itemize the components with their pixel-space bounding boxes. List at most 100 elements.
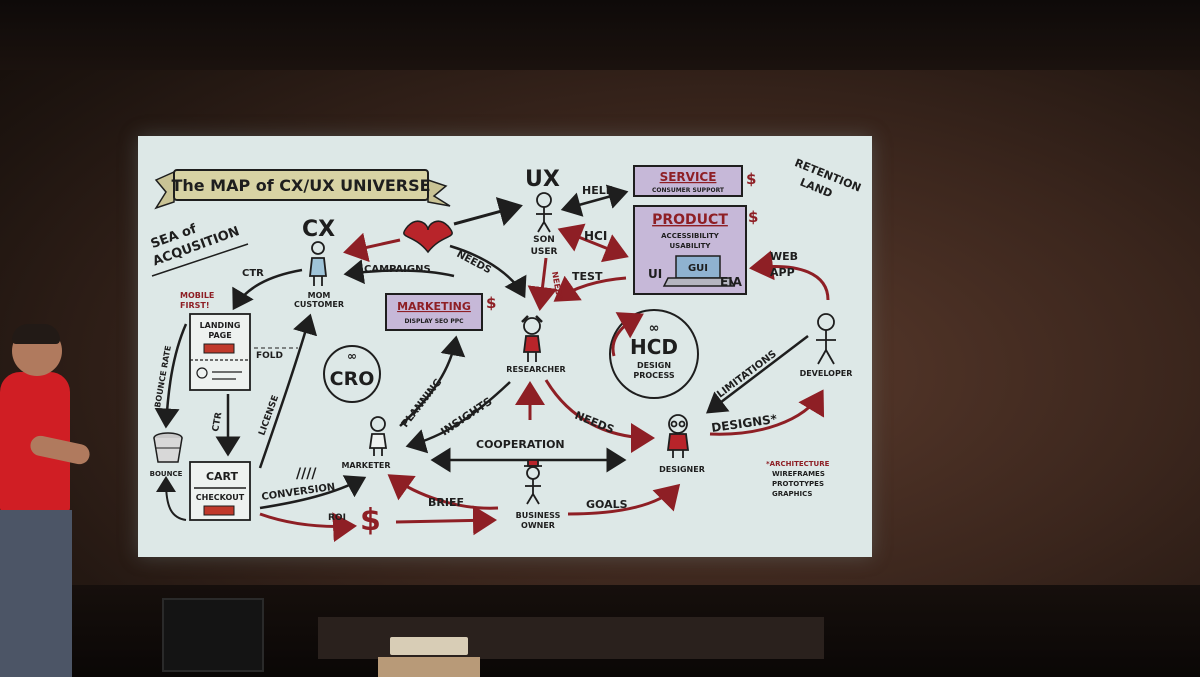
gui-label: GUI [688, 263, 708, 274]
marketing-subtitle: DISPLAY SEO PPC [404, 318, 464, 325]
researcher-figure [521, 315, 543, 362]
presenter-hair [12, 324, 60, 344]
test-label: TEST [572, 270, 603, 283]
cart-label: CART [206, 470, 239, 483]
web-app-line-2: APP [770, 266, 795, 279]
stage-monitor [162, 598, 264, 672]
needs-top-arrow [449, 244, 527, 299]
landing-line-1: LANDING [200, 321, 241, 330]
mobile-first-line-1: MOBILE [180, 291, 214, 300]
title-banner: The MAP of CX/UX UNIVERSE [154, 169, 451, 210]
projection-screen: The MAP of CX/UX UNIVERSE SEA of ACQUSIT… [138, 136, 872, 557]
cart-box: CART CHECKOUT [189, 461, 251, 521]
hcd-sub-1: DESIGN [637, 361, 671, 370]
product-box: PRODUCT ACCESSIBILITY USABILITY GUI UI E… [633, 205, 747, 295]
cro-label: CRO [330, 368, 375, 390]
service-box: SERVICE CONSUMER SUPPORT [633, 165, 743, 197]
roi-label: ROI [328, 513, 346, 523]
checkout-cta-block [203, 505, 235, 516]
marketing-box: MARKETING DISPLAY SEO PPC [385, 293, 483, 331]
hcd-label: HCD [630, 335, 678, 359]
hcd-circle: ∞ HCD DESIGN PROCESS [609, 309, 699, 399]
heart-to-ux-arrow [453, 197, 523, 226]
conversion-arrow [259, 475, 367, 510]
campaigns-arrow [343, 259, 455, 285]
designs-arrow [709, 389, 825, 436]
designer-figure [666, 414, 690, 458]
heart-to-cx-arrow [343, 232, 401, 263]
sea-underline [151, 243, 249, 277]
landing-line-2: PAGE [208, 331, 231, 340]
owner-line-2: OWNER [521, 521, 555, 530]
business-owner-figure [524, 459, 542, 505]
planning-label: PLANNING [400, 377, 445, 430]
ux-label: UX [525, 167, 560, 192]
mom-figure [308, 241, 328, 286]
cro-circle: ∞ CRO [323, 345, 381, 403]
limitations-arrow [706, 335, 809, 414]
mom-line-1: MOM [308, 291, 331, 300]
laptop-base [662, 277, 736, 287]
insights-label: INSIGHTS [438, 395, 494, 439]
projector [390, 637, 468, 655]
eia-label: EIA [720, 275, 743, 289]
product-dollar: $ [748, 208, 758, 226]
researcher-label: RESEARCHER [506, 365, 565, 374]
service-subtitle: CONSUMER SUPPORT [652, 187, 725, 194]
developer-figure [816, 313, 836, 365]
checkout-label: CHECKOUT [196, 493, 245, 502]
hcd-sub-2: PROCESS [633, 371, 675, 380]
goals-arrow [567, 483, 681, 516]
dollar-to-owner-arrow [395, 505, 497, 536]
brief-label: BRIEF [428, 496, 464, 509]
son-line-2: USER [531, 247, 558, 257]
goals-label: GOALS [586, 498, 628, 511]
presenter [0, 320, 100, 677]
insights-arrow [405, 381, 511, 454]
bin-icon [153, 432, 183, 463]
service-dollar: $ [746, 170, 756, 188]
needs-vertical-label: NEEDS [550, 271, 564, 302]
mobile-first-line-2: FIRST! [180, 301, 209, 310]
product-line-1: ACCESSIBILITY [661, 232, 720, 240]
help-label: HELP [582, 184, 614, 197]
product-title: PRODUCT [652, 212, 728, 228]
footnote-line-2: WIREFRAMES [772, 470, 825, 478]
bounce-label: BOUNCE [150, 470, 183, 478]
marketing-title: MARKETING [397, 300, 471, 313]
ctr-vertical-label: CTR [211, 411, 224, 432]
bounce-rate-arrow [154, 323, 188, 429]
needs-top-label: NEEDS [455, 249, 493, 276]
ctr-top-arrow [232, 268, 303, 311]
ceiling-band [0, 0, 1200, 70]
cro-infinity: ∞ [347, 349, 357, 363]
hcd-cycle-arrow [611, 312, 644, 357]
sea-of-acquisition-label: SEA of ACQUSITION [149, 222, 242, 270]
son-line-1: SON [533, 235, 555, 245]
ui-label: UI [648, 267, 662, 281]
landing-avatar-icon [196, 367, 208, 379]
conversion-tally: //// [296, 466, 317, 482]
presenter-jeans [0, 510, 72, 677]
retention-land-label: RETENTION LAND [793, 156, 863, 200]
roi-arrow [259, 512, 357, 543]
bounce-return-arrow [156, 476, 187, 521]
hci-arrow [557, 223, 629, 263]
needs-bottom-label: NEEDS [573, 409, 616, 437]
marketer-figure [368, 416, 388, 456]
brief-arrow [387, 474, 499, 510]
product-line-2: USABILITY [670, 242, 712, 250]
map-title: The MAP of CX/UX UNIVERSE [171, 176, 430, 195]
needs-vertical-arrow [527, 257, 558, 311]
mom-line-2: CUSTOMER [294, 300, 344, 309]
heart-icon [403, 220, 453, 254]
son-figure [536, 192, 552, 233]
footnote-line-1: *ARCHITECTURE [766, 460, 830, 468]
cx-label: CX [302, 217, 335, 242]
help-arrow [560, 184, 629, 217]
hci-label: HCI [584, 229, 607, 243]
test-arrow [553, 275, 627, 302]
landing-cta-block [203, 343, 235, 354]
cooperation-label: COOPERATION [476, 438, 565, 451]
